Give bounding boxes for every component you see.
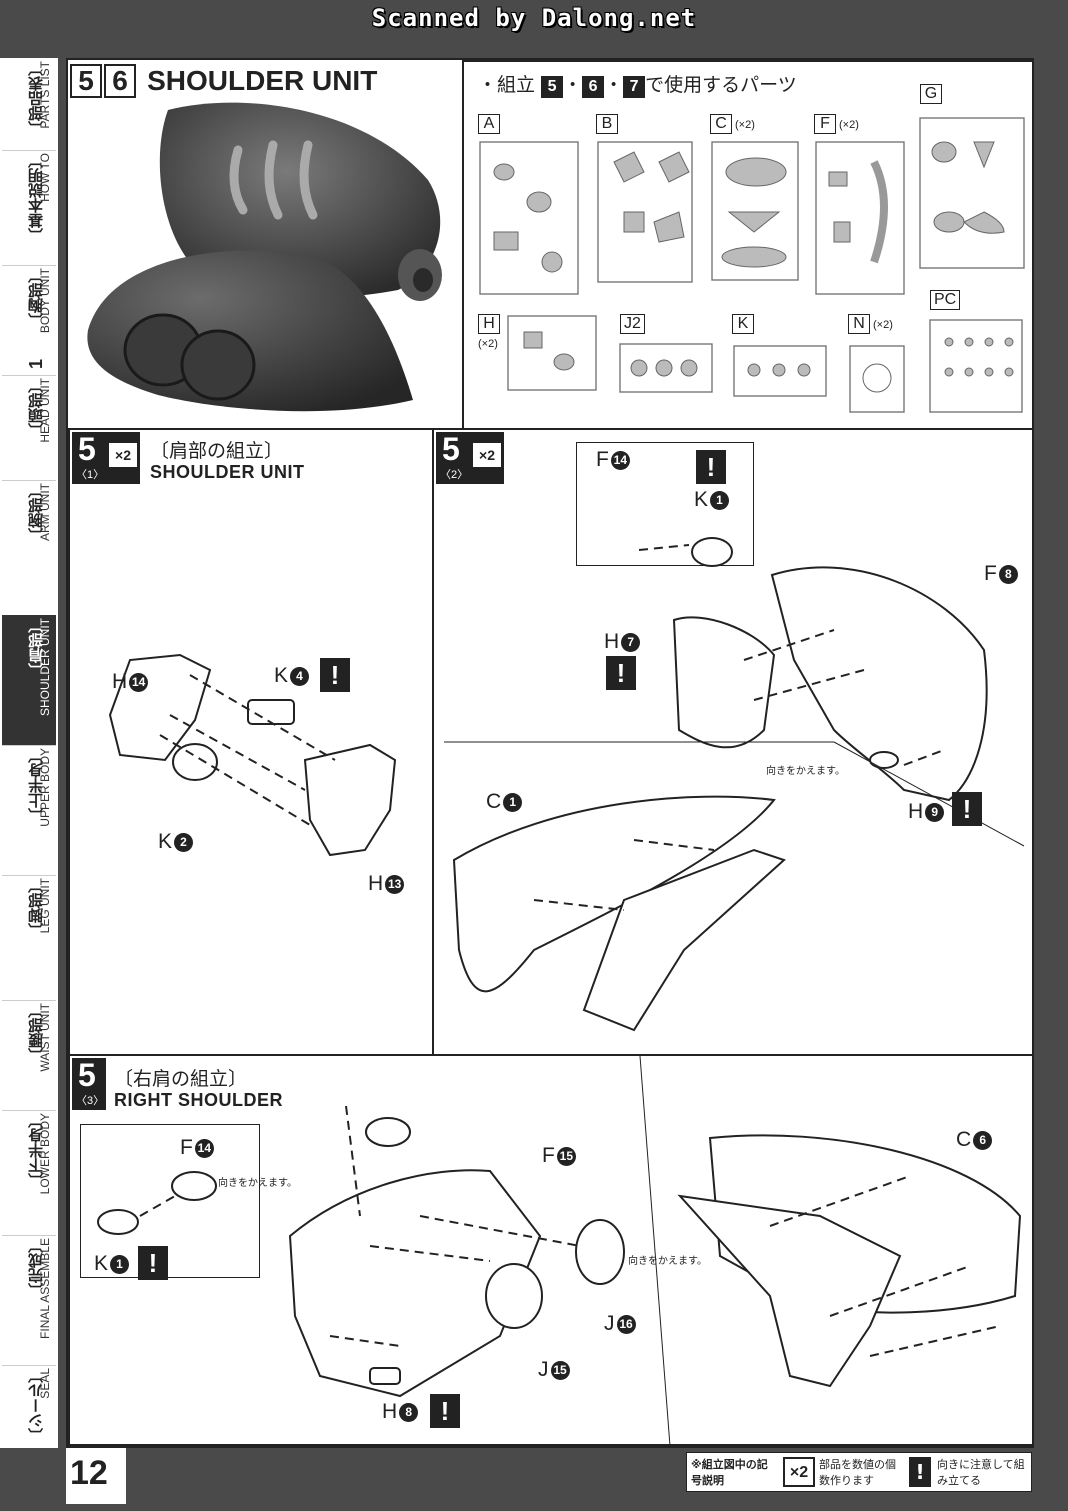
step-5-3-diagram: [97, 1056, 1022, 1444]
step-badge-5-1: 5〈1〉×2: [72, 432, 140, 484]
legend-x2-symbol: ×2: [783, 1457, 815, 1487]
runner-label-j2: J2: [620, 314, 645, 334]
runner-label-b: B: [596, 114, 618, 134]
step-5-3-panel: 5〈3〉 〔右肩の組立〕 RIGHT SHOULDER: [68, 1054, 1034, 1446]
sidebar-tab-seal[interactable]: 〔シール〕SEAL: [28, 1368, 52, 1443]
step-5-1-title-jp: 〔肩部の組立〕: [150, 440, 284, 462]
turn-note-1: 向きをかえます。: [218, 1178, 297, 1189]
step-badge-5-2: 5〈2〉×2: [436, 432, 504, 484]
sidebar-tab-how-to[interactable]: 〔基本説明〕HOW TO: [2, 150, 56, 266]
step-badge-5-3: 5〈3〉: [72, 1058, 106, 1110]
legend-title: ※組立図中の記号説明: [691, 1458, 768, 1487]
turn-note-2: 向きをかえます。: [628, 1256, 707, 1267]
step-5-3-title-en: RIGHT SHOULDER: [114, 1090, 283, 1110]
caution-icon-h9: !: [952, 792, 982, 826]
sidebar-tab-head-unit[interactable]: 〔頭部〕HEAD UNIT: [2, 375, 56, 481]
sidebar-tab-waist-unit[interactable]: 〔腰部〕WAIST UNIT: [2, 1000, 56, 1111]
runner-label-a: A: [478, 114, 500, 134]
page-number: 12: [70, 1454, 108, 1492]
runner-label-c: C(×2): [710, 114, 755, 134]
sidebar-tab-final-assemble[interactable]: 〔完成〕FINAL ASSEMBLE: [2, 1235, 56, 1366]
legend-x2-text: 部品を数値の個数作ります: [819, 1458, 896, 1487]
sidebar-tab-arm-unit[interactable]: 〔腕部〕ARM UNIT: [2, 480, 56, 616]
runner-label-g: G: [920, 84, 942, 104]
legend-caution-text: 向きに注意して組み立てる: [937, 1458, 1025, 1487]
detail-inset-f14-k1-right: [80, 1124, 260, 1278]
sidebar-tab-leg-unit[interactable]: 〔脚部〕LEG UNIT: [2, 875, 56, 1001]
caution-icon-h8: !: [430, 1394, 460, 1428]
sidebar-tab-shoulder-unit[interactable]: 〔肩部〕SHOULDER UNIT: [2, 615, 56, 746]
caution-icon-h7: !: [606, 656, 636, 690]
caution-icon-k1-right: !: [138, 1246, 168, 1280]
page-number-box: 12: [66, 1448, 126, 1504]
symbol-legend: ※組立図中の記号説明 ×2 部品を数値の個数作ります ! 向きに注意して組み立て…: [686, 1452, 1032, 1492]
step-5-3-title-jp: 〔右肩の組立〕: [114, 1068, 248, 1090]
chapter-sidebar: 〔部品表〕PARTS LIST 〔基本説明〕HOW TO 〔胸部〕BODY UN…: [0, 58, 58, 1448]
step-5-2-diagram: [444, 537, 1025, 1032]
scan-credit: Scanned by Dalong.net: [371, 4, 697, 32]
caution-icon-k4: !: [320, 658, 350, 692]
turn-note: 向きをかえます。: [766, 766, 845, 777]
sidebar-tab-lower-body[interactable]: 〔下半身〕LOWER BODY: [2, 1110, 56, 1236]
detail-inset-f14-k1: [576, 442, 754, 566]
step-5-1-title-en: SHOULDER UNIT: [150, 462, 305, 482]
caution-icon-k1: !: [696, 450, 726, 484]
runner-label-k: K: [732, 314, 754, 334]
section-title: SHOULDER UNIT: [147, 65, 378, 96]
shoulder-armor-photo: [87, 102, 442, 412]
sidebar-tab-upper-body[interactable]: 〔上半身〕UPPER BODY: [2, 745, 56, 876]
runner-label-h: H(×2): [478, 314, 500, 352]
step-5-1-diagram: [108, 653, 397, 857]
runner-sprues: [479, 117, 1025, 413]
legend-caution-symbol: !: [909, 1457, 931, 1487]
runner-label-f: F(×2): [814, 114, 859, 134]
runner-label-pc: PC: [930, 290, 961, 310]
sidebar-tab-parts-list[interactable]: 〔部品表〕PARTS LIST: [2, 58, 56, 151]
runner-label-n: N(×2): [848, 314, 893, 334]
